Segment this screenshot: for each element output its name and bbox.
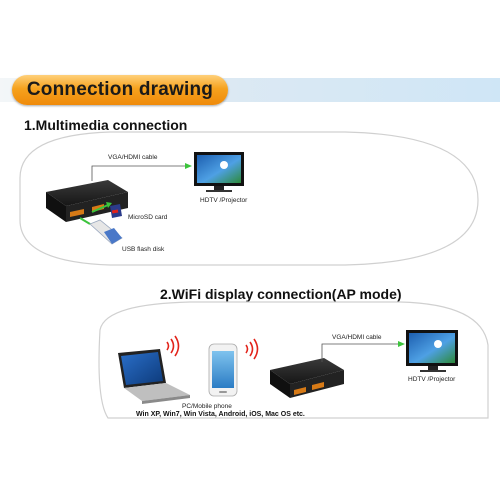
section1-title: 1.Multimedia connection — [24, 117, 188, 133]
wifi-waves-laptop — [166, 335, 180, 357]
section2-title: 2.WiFi display connection(AP mode) — [160, 286, 402, 302]
tv-icon-2 — [406, 330, 458, 372]
wifi-waves-phone — [245, 338, 259, 360]
cable-label-2: VGA/HDMI cable — [332, 334, 382, 341]
banner-pill — [12, 75, 228, 105]
section1-outline — [19, 131, 479, 266]
laptop-icon — [118, 349, 190, 404]
cable-line-1 — [91, 163, 192, 181]
display-label-2: HDTV /Projector — [408, 376, 456, 383]
usb-link-arrow — [79, 217, 91, 225]
media-player-box-1 — [46, 180, 128, 222]
microsd-link-arrow — [91, 202, 112, 213]
banner-title: Connection drawing — [26, 79, 214, 100]
display-label-1: HDTV /Projector — [200, 197, 248, 204]
section2-outline — [98, 301, 489, 419]
tv-icon-1 — [194, 152, 244, 192]
microsd-card-icon — [110, 204, 122, 218]
usb-label: USB flash disk — [122, 246, 165, 253]
client-label: PC/Mobile phone — [182, 403, 232, 410]
cable-line-2 — [321, 341, 405, 362]
cable-label-1: VGA/HDMI cable — [108, 154, 158, 161]
microsd-label: MicroSD card — [128, 214, 168, 221]
supported-os-label: Win XP, Win7, Win Vista, Android, iOS, M… — [136, 411, 305, 418]
usb-flash-disk-icon — [89, 219, 123, 245]
media-player-box-2 — [270, 358, 344, 398]
mobile-phone-icon — [208, 343, 238, 397]
